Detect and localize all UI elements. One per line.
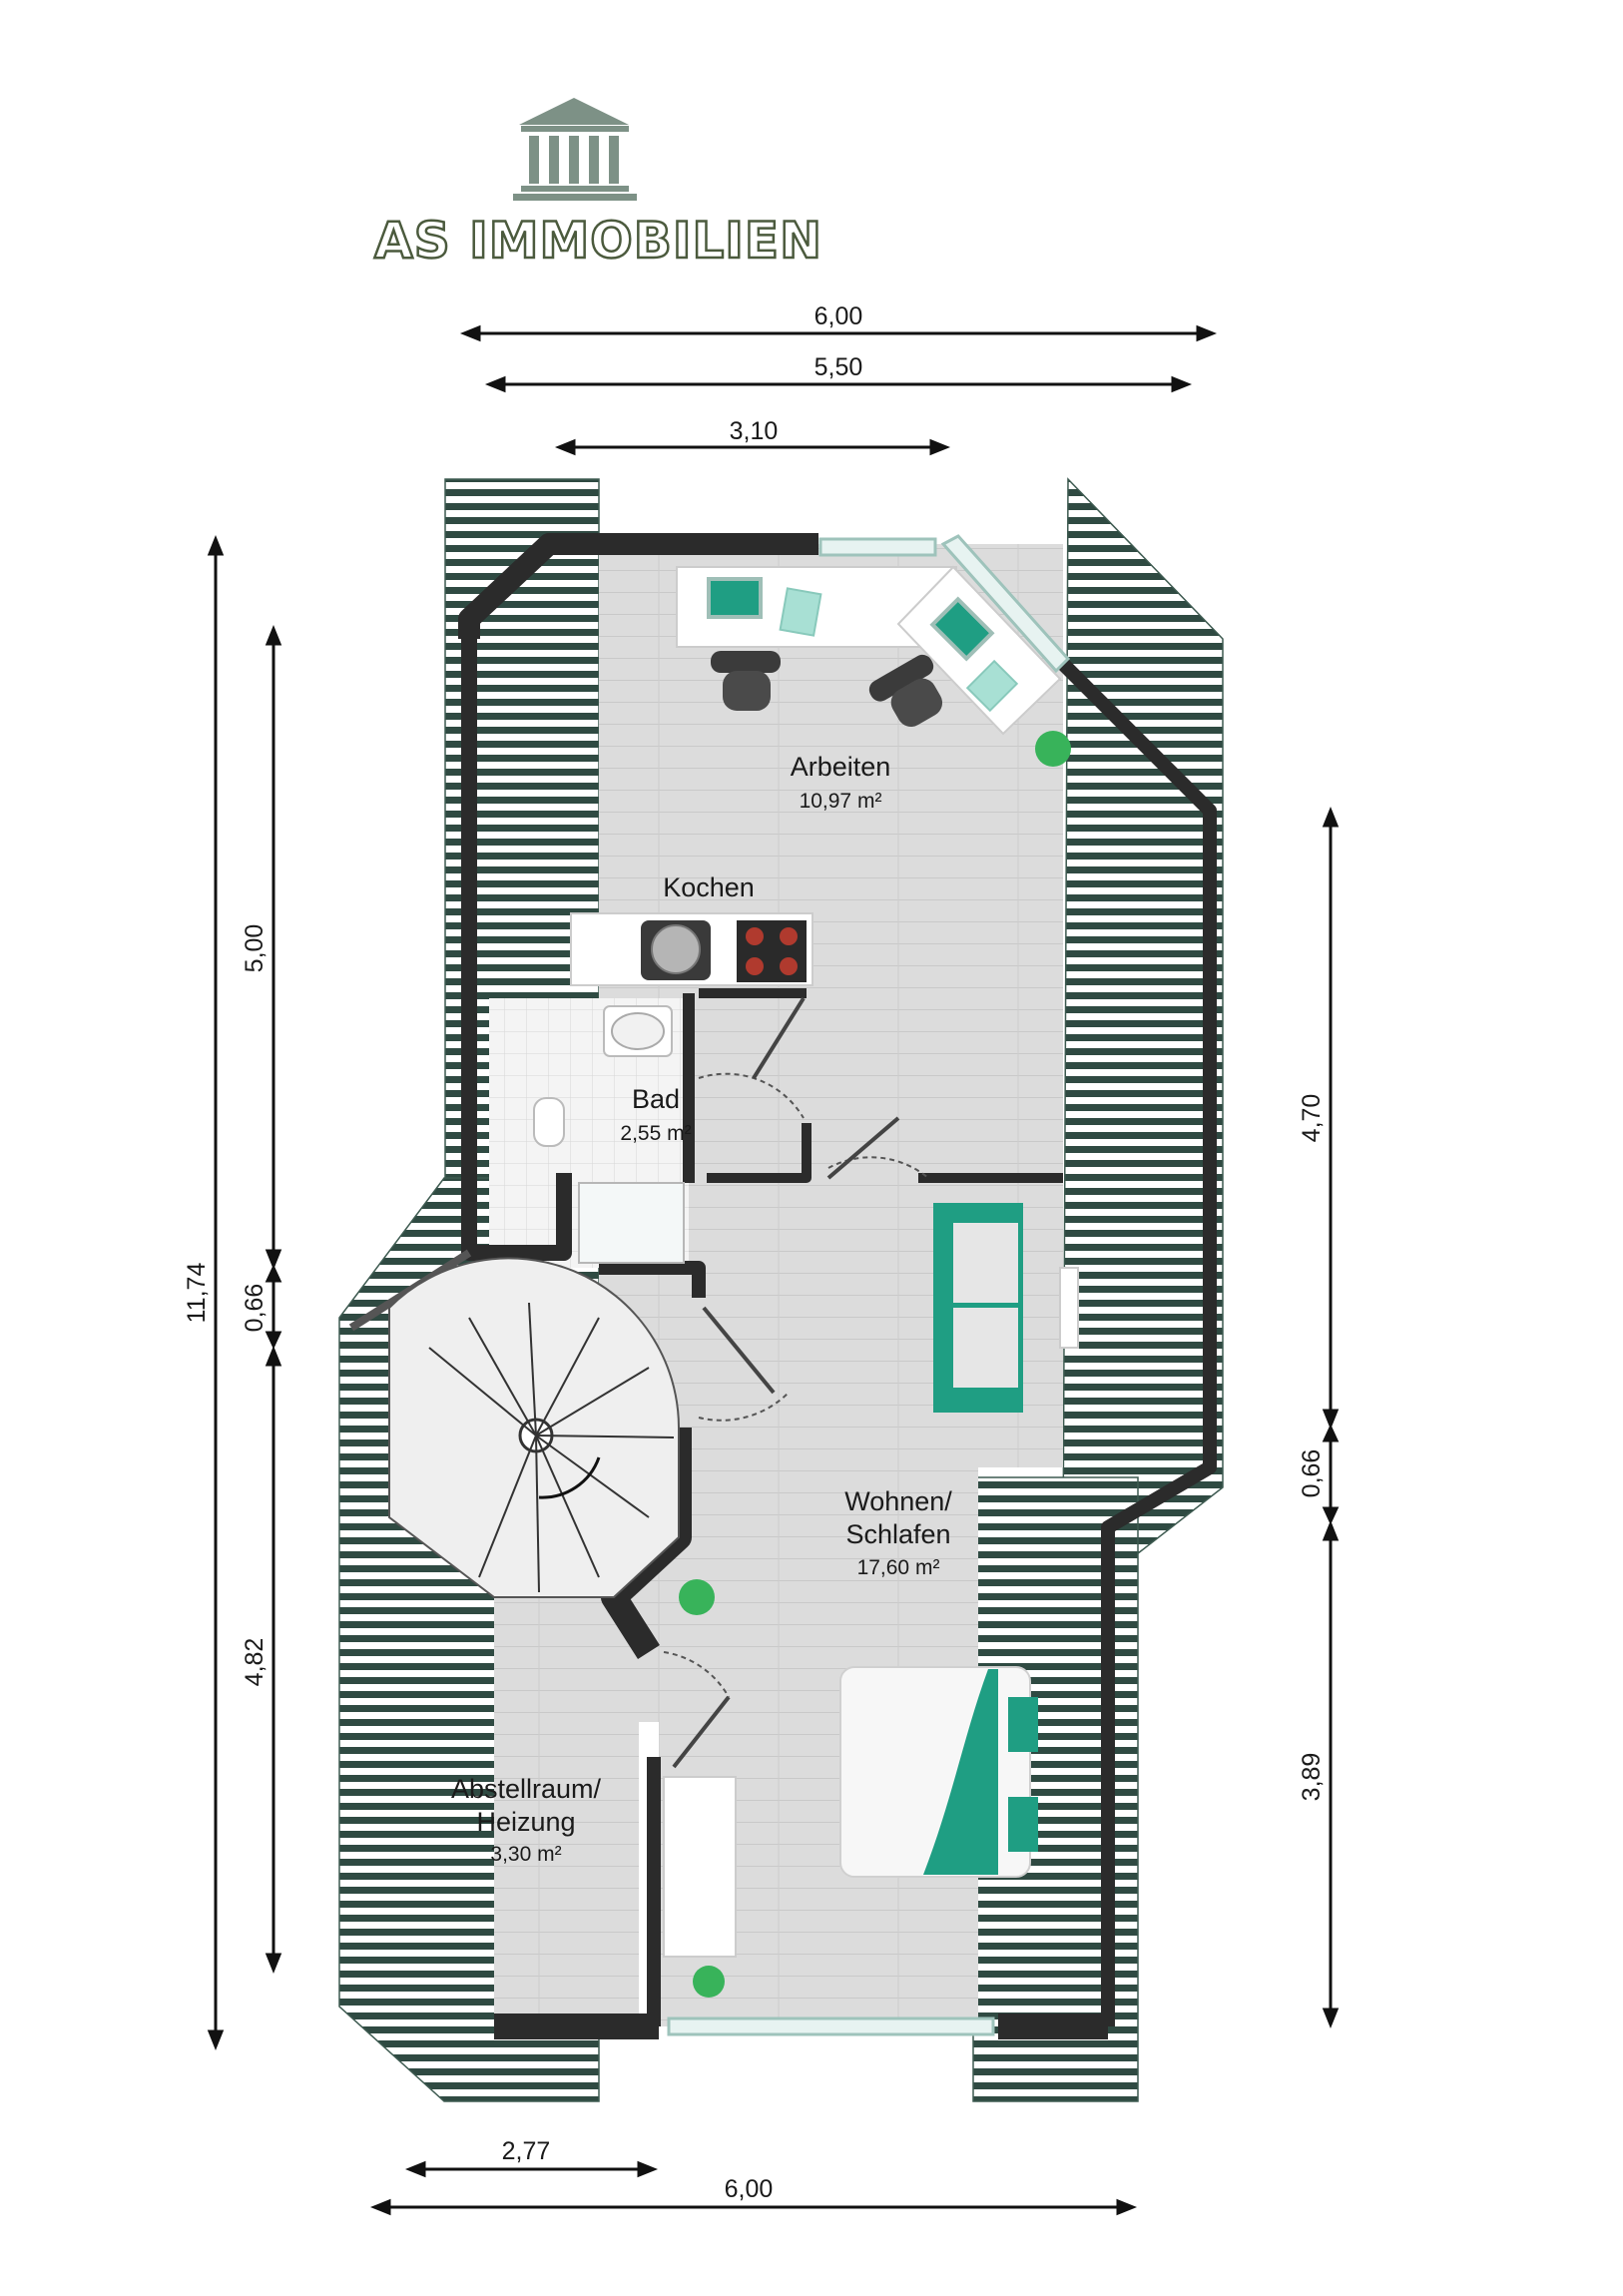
door-kitchen — [827, 1156, 929, 1179]
dim-bottom-2-77: 2,77 — [502, 2137, 551, 2165]
laptop-icon-2 — [929, 596, 995, 662]
room-area-bad: 2,55 m² — [620, 1122, 691, 1145]
laptop-icon — [707, 577, 763, 619]
dim-top-3-10: 3,10 — [730, 417, 779, 445]
dim-top-5-50: 5,50 — [814, 353, 863, 381]
door-abstell — [663, 1651, 730, 1698]
tv-console — [1059, 1267, 1079, 1349]
windows — [667, 534, 1071, 2036]
outer-wall-left-upper — [461, 619, 572, 1261]
logo-wordmark: AS IMMOBILIEN — [374, 212, 822, 270]
temple-icon — [513, 98, 637, 201]
door-wohnen — [698, 1392, 790, 1422]
room-area-wohnen: 17,60 m² — [857, 1556, 940, 1579]
dim-top-6-00: 6,00 — [814, 302, 863, 330]
stove-icon — [737, 920, 807, 982]
walls — [348, 533, 1217, 2039]
room-name-wohnen-line1: Wohnen/ — [844, 1486, 952, 1516]
room-labels: Arbeiten 10,97 m² Kochen Bad 2,55 m² Woh… — [451, 752, 952, 1866]
dim-left-4-82: 4,82 — [241, 1638, 269, 1687]
shower-icon — [578, 1182, 685, 1264]
bathroom-fixtures — [533, 1005, 685, 1264]
dim-left-0-66: 0,66 — [241, 1284, 269, 1333]
bed-icon — [839, 1666, 1038, 1878]
inner-wall-bad-bottom — [599, 1261, 706, 1298]
room-name-wohnen-line2: Schlafen — [845, 1519, 950, 1549]
floor-abstell — [494, 1597, 639, 2026]
dim-bottom-6-00: 6,00 — [725, 2175, 774, 2203]
roof-right — [1062, 477, 1224, 1558]
door-leaves — [672, 996, 900, 1769]
desk-group — [676, 565, 1062, 736]
office-chair-icon-2 — [868, 654, 943, 728]
room-name-arbeiten: Arbeiten — [791, 752, 891, 782]
inner-wall-hall — [707, 1123, 812, 1183]
dim-right-0-66: 0,66 — [1298, 1449, 1326, 1498]
doors — [663, 1072, 929, 1698]
room-area-arbeiten: 10,97 m² — [800, 790, 882, 813]
window-top — [818, 537, 937, 557]
dim-right-4-70: 4,70 — [1298, 1094, 1326, 1143]
room-name-bad: Bad — [632, 1084, 680, 1114]
window-top-diagonal — [940, 534, 1071, 674]
dim-left-5-00: 5,00 — [241, 924, 269, 973]
room-name-abstell-line1: Abstellraum/ — [451, 1774, 602, 1804]
dimension-lines — [207, 324, 1340, 2216]
desk-right — [896, 565, 1062, 736]
tablet-icon-2 — [965, 659, 1019, 713]
room-name-kochen: Kochen — [663, 872, 755, 902]
outer-wall-right — [1058, 659, 1217, 2026]
spiral-staircase — [388, 1257, 680, 1598]
toilet-icon — [533, 1097, 565, 1147]
tablet-icon — [779, 587, 822, 637]
plant-icon — [679, 731, 1071, 1998]
dimension-labels: 6,00 5,50 3,10 11,74 5,00 0,66 4,82 4,70… — [183, 302, 1326, 2203]
sofa-icon — [933, 1203, 1023, 1413]
wardrobe — [663, 1776, 737, 1958]
dim-left-11-74: 11,74 — [183, 1263, 211, 1324]
dim-right-3-89: 3,89 — [1298, 1753, 1326, 1802]
room-name-abstell-line2: Heizung — [476, 1807, 575, 1837]
company-logo: AS IMMOBILIEN — [373, 98, 822, 271]
room-area-abstell: 3,30 m² — [490, 1843, 561, 1866]
kitchen-counter — [570, 912, 813, 986]
office-chair-icon — [711, 651, 781, 711]
window-bottom — [667, 2016, 995, 2036]
